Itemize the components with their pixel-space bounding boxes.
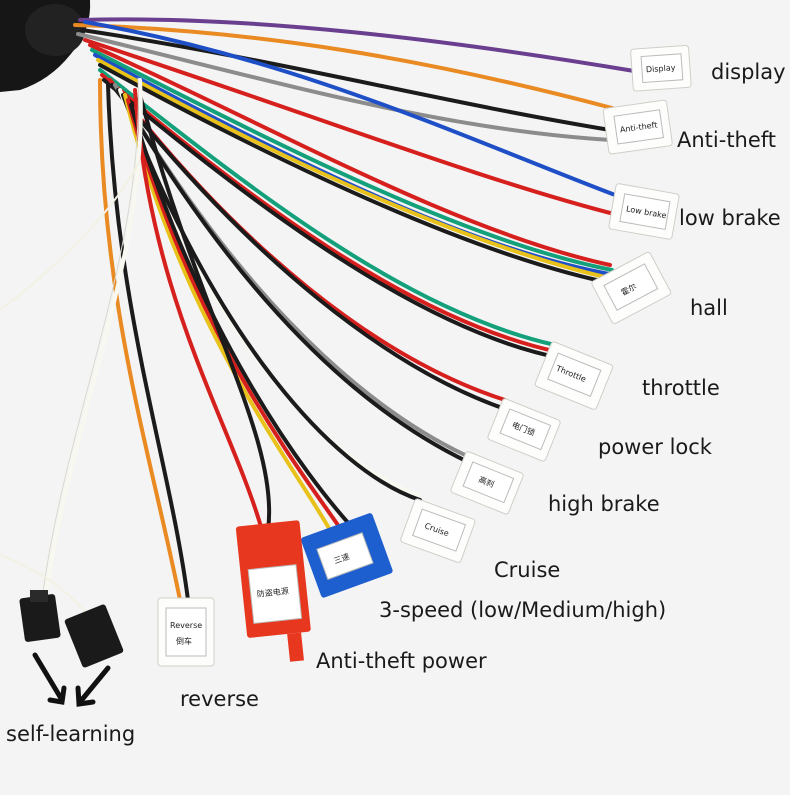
label-throttle: throttle bbox=[642, 376, 720, 400]
tag-display: Display bbox=[646, 63, 676, 74]
connector-power-lock: 电门锁 bbox=[487, 398, 561, 462]
label-anti-theft: Anti-theft bbox=[677, 128, 777, 152]
self-learning-plugs bbox=[19, 590, 124, 668]
tag-reverse-cn: 倒车 bbox=[176, 636, 192, 646]
connector-throttle: Throttle bbox=[534, 341, 614, 410]
connector-hall: 霍尔 bbox=[591, 251, 672, 325]
label-three-speed: 3-speed (low/Medium/high) bbox=[379, 598, 667, 622]
connector-three-speed: 三速 bbox=[301, 513, 393, 598]
label-high-brake: high brake bbox=[548, 492, 660, 516]
tag-anti-theft-power: 防盗电源 bbox=[256, 586, 289, 599]
label-reverse: reverse bbox=[180, 687, 259, 711]
arrowhead-icon bbox=[47, 685, 67, 705]
connector-high-brake: 高刹 bbox=[450, 451, 524, 515]
arrow-down-right-icon bbox=[32, 652, 65, 703]
label-anti-theft-power: Anti-theft power bbox=[316, 649, 487, 673]
tag-reverse: Reverse bbox=[170, 621, 202, 630]
label-cruise: Cruise bbox=[494, 558, 561, 582]
connector-reverse: Reverse 倒车 bbox=[157, 597, 215, 667]
cable-bundle bbox=[0, 0, 91, 92]
label-hall: hall bbox=[690, 296, 728, 320]
wires bbox=[0, 17, 642, 631]
arrowhead-icon bbox=[75, 685, 96, 707]
connector-anti-theft-power: 防盗电源 bbox=[235, 520, 311, 662]
connector-anti-theft: Anti-theft bbox=[602, 99, 673, 155]
label-self-learning: self-learning bbox=[6, 722, 136, 746]
label-display: display bbox=[711, 60, 786, 84]
label-low-brake: low brake bbox=[679, 206, 781, 230]
connector-low-brake: Low brake bbox=[608, 183, 680, 240]
arrow-down-left-icon bbox=[77, 665, 111, 705]
arrow-icons bbox=[32, 652, 111, 707]
connector-cruise: Cruise bbox=[400, 498, 476, 563]
connector-display: Display bbox=[630, 44, 692, 92]
label-power-lock: power lock bbox=[598, 435, 712, 459]
